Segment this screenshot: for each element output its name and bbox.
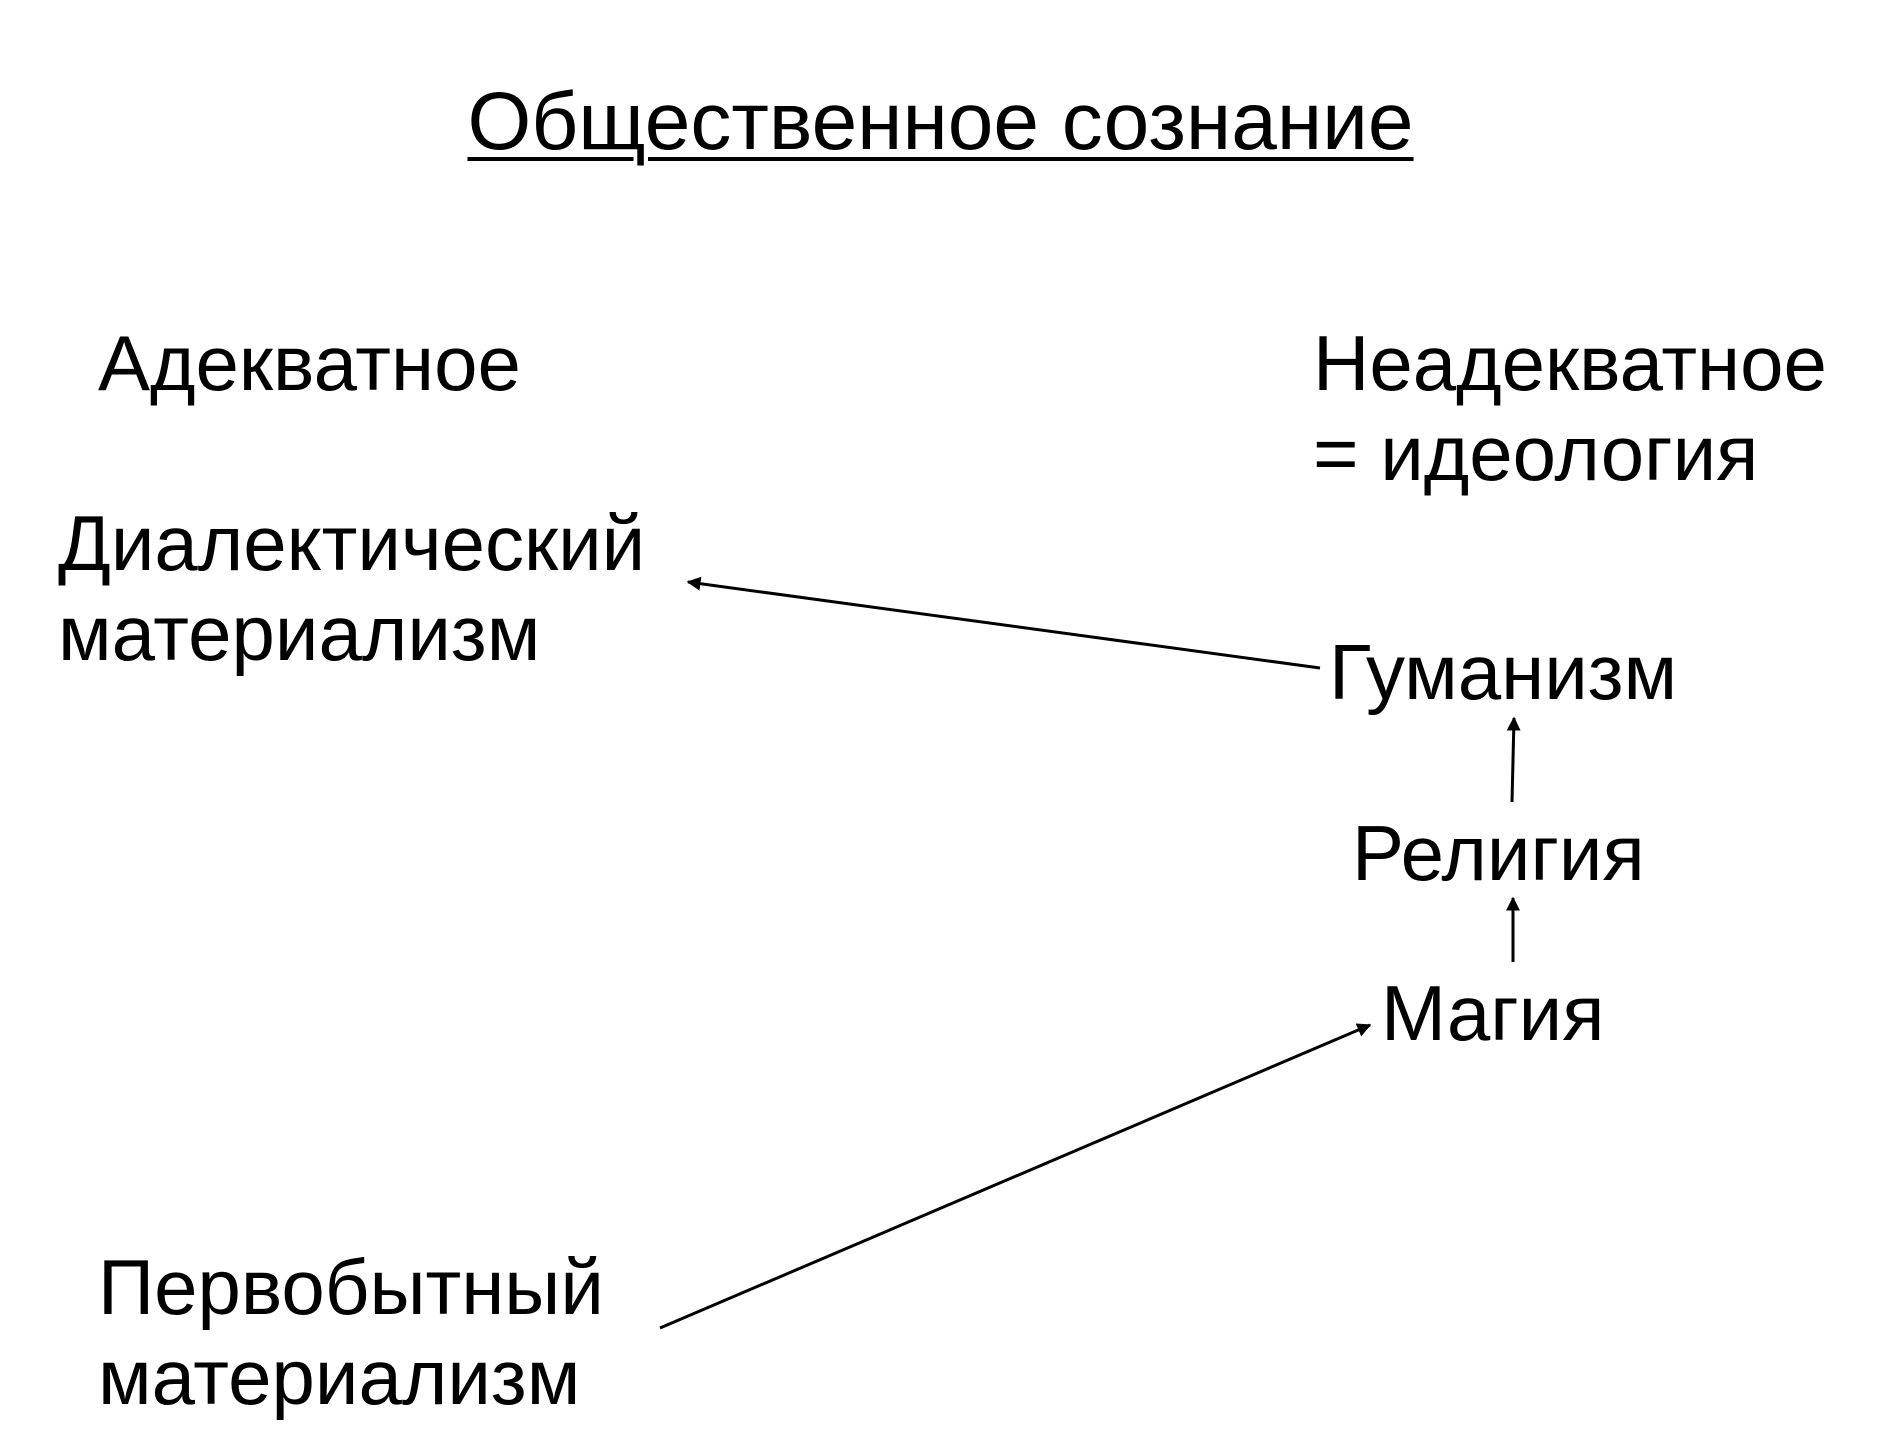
inadequate-label-line2: = идеология [1313,409,1759,497]
inadequate-label-line1: Неадекватное [1313,319,1827,407]
node-dialectical-line1: Диалектический [58,499,646,587]
arrow-primitive-to-magic [659,1023,1372,1330]
page-title-text: Общественное сознание [467,76,1414,167]
node-magic: Магия [1381,969,1605,1057]
node-dialectical-materialism: Диалектический материализм [58,498,645,678]
page-title: Общественное сознание [0,72,1881,172]
adequate-label: Адекватное [98,319,521,407]
node-religion: Религия [1352,809,1645,897]
node-humanism: Гуманизм [1329,628,1678,716]
arrow-humanism-to-dialectical [686,576,1321,670]
node-dialectical-line2: материализм [58,589,541,677]
node-primitive-materialism: Первобытный материализм [98,1242,604,1422]
inadequate-label: Неадекватное = идеология [1313,318,1827,498]
node-primitive-line2: материализм [98,1333,581,1421]
node-primitive-line1: Первобытный [98,1243,604,1331]
arrow-religion-to-humanism [1506,716,1521,803]
